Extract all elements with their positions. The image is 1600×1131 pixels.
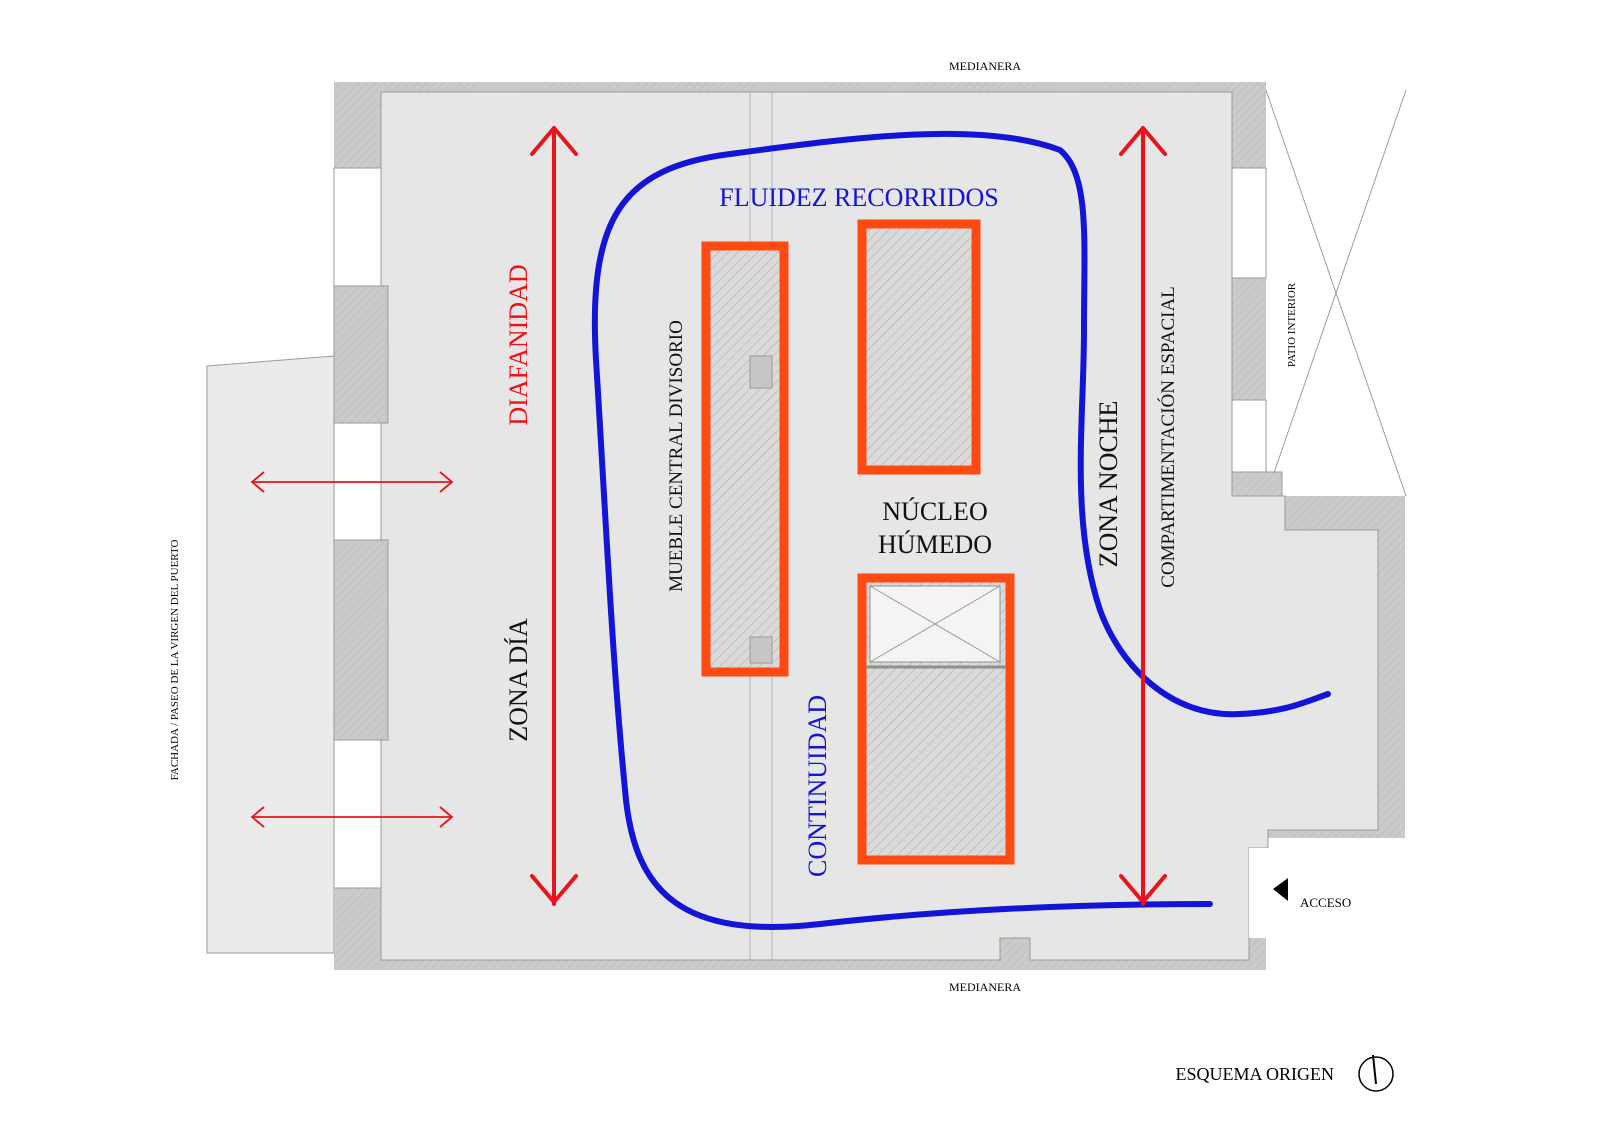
label-diafanidad: DIAFANIDAD [504, 264, 533, 425]
label-zona-dia: ZONA DÍA [504, 618, 533, 742]
balcony [206, 355, 335, 954]
label-patio-interior: PATIO INTERIOR [1286, 282, 1298, 367]
label-medianera-top: MEDIANERA [949, 59, 1021, 73]
patio-interior [1265, 89, 1407, 497]
access-arrow-icon [1273, 878, 1288, 901]
label-medianera-bottom: MEDIANERA [949, 980, 1021, 994]
facade-openness-arrows [250, 471, 454, 828]
facade-openings [333, 167, 1267, 889]
facade-pillars [333, 285, 1283, 741]
red-arrows [530, 126, 1167, 906]
entry-opening [1249, 848, 1273, 938]
label-acceso: ACCESO [1300, 895, 1351, 910]
label-mueble-central: MUEBLE CENTRAL DIVISORIO [666, 320, 687, 592]
label-fachada: FACHADA / PASEO DE LA VIRGEN DEL PUERTO [169, 540, 181, 781]
wet-core-lower [857, 573, 1015, 865]
circulation-path [591, 130, 1331, 930]
label-nucleo-line2: HÚMEDO [878, 530, 992, 559]
north-arrow-icon [1358, 1054, 1394, 1092]
central-divider-furniture [701, 241, 789, 677]
wet-core-upper [857, 219, 981, 475]
label-continuidad: CONTINUIDAD [803, 695, 832, 877]
label-zona-noche: ZONA NOCHE [1094, 401, 1123, 568]
label-compartimentacion: COMPARTIMENTACIÓN ESPACIAL [1157, 286, 1179, 588]
label-esquema-origen: ESQUEMA ORIGEN [1175, 1064, 1334, 1084]
label-fluidez: FLUIDEZ RECORRIDOS [719, 183, 999, 212]
label-nucleo-line1: NÚCLEO [882, 497, 987, 526]
